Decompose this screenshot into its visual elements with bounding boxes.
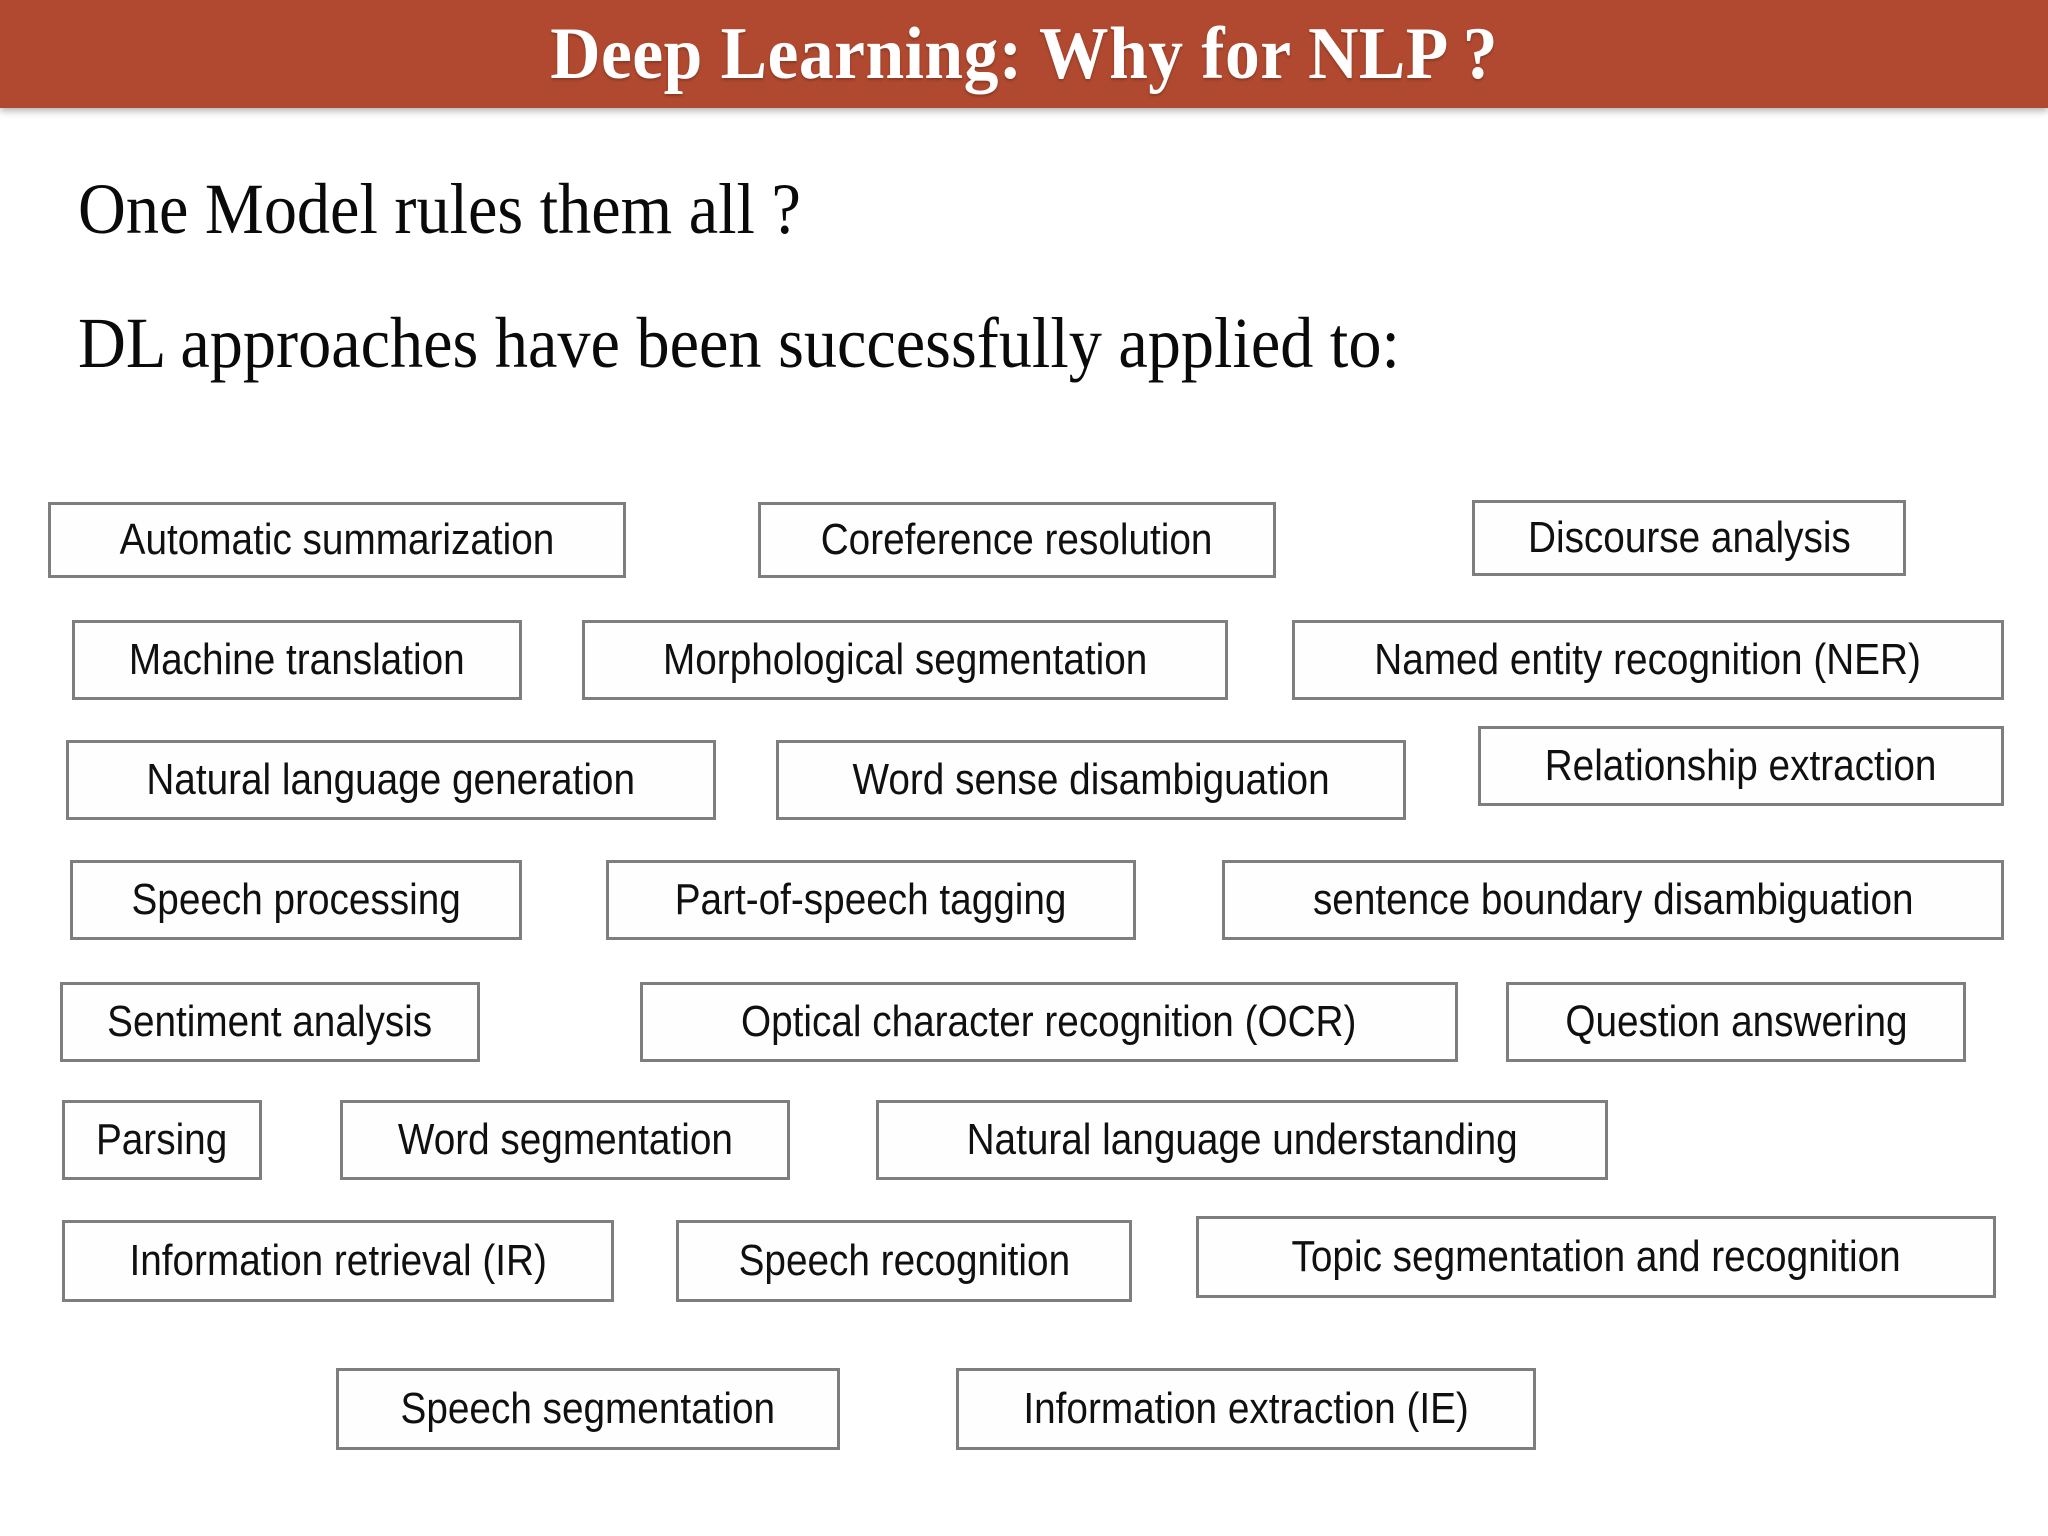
- task-box: Named entity recognition (NER): [1292, 620, 2004, 700]
- task-box-label: Information extraction (IE): [1023, 1384, 1469, 1433]
- task-box: Natural language generation: [66, 740, 716, 820]
- task-box-label: Automatic summarization: [119, 515, 555, 564]
- task-box: Information retrieval (IR): [62, 1220, 614, 1302]
- task-box-label: Natural language understanding: [966, 1115, 1518, 1164]
- task-box: Discourse analysis: [1472, 500, 1906, 576]
- task-box-label: Word sense disambiguation: [852, 755, 1330, 804]
- task-box-label: Morphological segmentation: [662, 635, 1148, 684]
- task-box: Machine translation: [72, 620, 522, 700]
- task-box-label: Discourse analysis: [1527, 513, 1851, 562]
- task-box: Speech recognition: [676, 1220, 1132, 1302]
- task-box-label: Topic segmentation and recognition: [1291, 1232, 1901, 1281]
- task-box: Parsing: [62, 1100, 262, 1180]
- task-box-label: Optical character recognition (OCR): [741, 997, 1357, 1046]
- title-banner: Deep Learning: Why for NLP ?: [0, 0, 2048, 108]
- task-box-label: sentence boundary disambiguation: [1312, 875, 1914, 924]
- task-box-label: Parsing: [96, 1115, 228, 1164]
- task-box: Sentiment analysis: [60, 982, 480, 1062]
- task-box-label: Question answering: [1564, 997, 1908, 1046]
- task-box: Relationship extraction: [1478, 726, 2004, 806]
- slide-title: Deep Learning: Why for NLP ?: [550, 13, 1498, 95]
- task-box-label: Natural language generation: [146, 755, 636, 804]
- task-box-label: Word segmentation: [397, 1115, 733, 1164]
- task-box: Coreference resolution: [758, 502, 1276, 578]
- task-box-label: Part-of-speech tagging: [675, 875, 1067, 924]
- task-box: Part-of-speech tagging: [606, 860, 1136, 940]
- task-box-label: Speech recognition: [738, 1236, 1070, 1285]
- task-box: Topic segmentation and recognition: [1196, 1216, 1996, 1298]
- task-box: Automatic summarization: [48, 502, 626, 578]
- task-box: sentence boundary disambiguation: [1222, 860, 2004, 940]
- task-box: Natural language understanding: [876, 1100, 1608, 1180]
- task-box-label: Speech segmentation: [400, 1384, 776, 1433]
- task-box-label: Information retrieval (IR): [129, 1236, 547, 1285]
- task-box-label: Speech processing: [131, 875, 461, 924]
- task-box: Optical character recognition (OCR): [640, 982, 1458, 1062]
- task-box: Speech segmentation: [336, 1368, 840, 1450]
- task-box: Word segmentation: [340, 1100, 790, 1180]
- task-box: Question answering: [1506, 982, 1966, 1062]
- task-box: Word sense disambiguation: [776, 740, 1406, 820]
- task-box-label: Sentiment analysis: [107, 997, 433, 1046]
- lead-line-two: DL approaches have been successfully app…: [78, 303, 1400, 383]
- task-box: Speech processing: [70, 860, 522, 940]
- task-box-label: Coreference resolution: [821, 515, 1213, 564]
- task-box-label: Relationship extraction: [1545, 741, 1937, 790]
- task-box-label: Machine translation: [129, 635, 465, 684]
- lead-line-one: One Model rules them all ?: [78, 169, 801, 249]
- task-box: Information extraction (IE): [956, 1368, 1536, 1450]
- task-box-label: Named entity recognition (NER): [1374, 635, 1922, 684]
- task-box: Morphological segmentation: [582, 620, 1228, 700]
